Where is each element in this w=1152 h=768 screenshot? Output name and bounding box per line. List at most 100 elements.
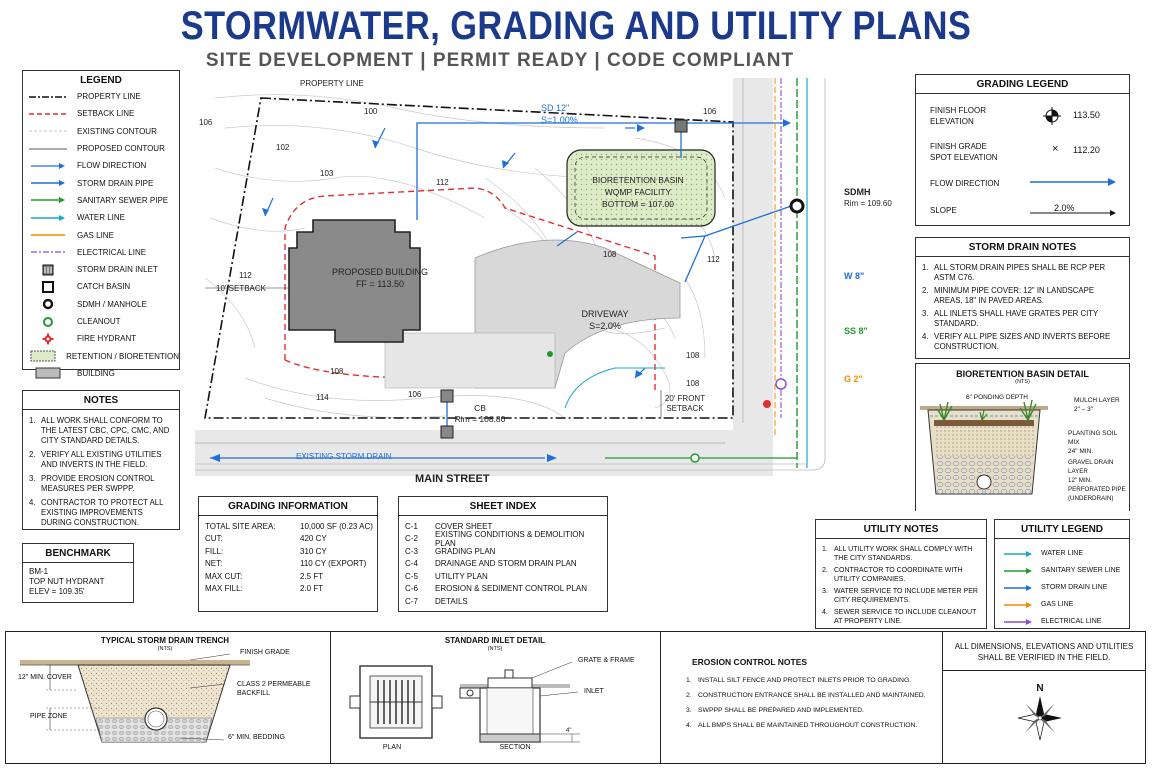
legend-item-label: ELECTRICAL LINE <box>77 247 147 257</box>
notes-title: NOTES <box>23 391 179 410</box>
grading-info-row: TOTAL SITE AREA:10,000 SF (0.23 AC) <box>199 520 377 533</box>
front-setback-label: 20' FRONT SETBACK <box>660 394 710 414</box>
sheet-name: EROSION & SEDIMENT CONTROL PLAN <box>435 584 588 594</box>
utility-legend-item: SANITARY SEWER LINE <box>995 562 1129 579</box>
trench-detail-nts: (NTS) <box>157 646 173 652</box>
legend-item: WATER LINE <box>23 209 179 226</box>
gas-main-label: G 2" <box>844 374 863 384</box>
section-view-label: SECTION <box>499 744 531 751</box>
finish-grade-callout: FINISH GRADE <box>240 649 290 656</box>
legend-item-label: STORM DRAIN INLET <box>77 265 158 275</box>
note-item: 3.PROVIDE EROSION CONTROL MEASURES PER S… <box>29 474 173 494</box>
backfill-text-2: BACKFILL <box>237 690 271 697</box>
catch-basin-label: CB Rim = 108.80 <box>450 403 510 425</box>
note-text: CONTRACTOR TO COORDINATE WITH UTILITY CO… <box>834 567 963 583</box>
planting-soil-text: PLANTING SOIL MIX <box>1068 430 1117 446</box>
inlet-detail-nts: (NTS) <box>487 646 503 652</box>
spot-elevation-x-icon: × <box>1052 143 1059 155</box>
sheet-index-title: SHEET INDEX <box>399 497 607 516</box>
storm-drain-inlet-icon <box>29 264 67 276</box>
flow-arrow-icon <box>1030 178 1116 186</box>
grading-legend-title: GRADING LEGEND <box>916 75 1129 94</box>
pipe-zone-callout: PIPE ZONE <box>30 713 68 720</box>
inlet-detail-title: STANDARD INLET DETAIL <box>444 636 546 645</box>
legend-item: SDMH / MANHOLE <box>23 296 179 313</box>
legend-item: PROPOSED CONTOUR <box>23 140 179 157</box>
note-text: CONSTRUCTION ENTRANCE SHALL BE INSTALLED… <box>698 692 926 699</box>
erosion-notes-title: EROSION CONTROL NOTES <box>692 657 808 667</box>
note-text: SEWER SERVICE TO INCLUDE CLEANOUT AT PRO… <box>834 609 977 625</box>
sheet-name: UTILITY PLAN <box>435 571 488 581</box>
utility-legend-item: STORM DRAIN LINE <box>995 579 1129 596</box>
sdmh-rim-label: Rim = 109.60 <box>844 199 892 208</box>
sewer-main-label: SS 8" <box>844 326 868 336</box>
contour-label: 114 <box>316 393 329 402</box>
note-text: SWPPP SHALL BE PREPARED AND IMPLEMENTED. <box>698 707 865 714</box>
water-line-icon <box>29 212 67 224</box>
note-text: CONTRACTOR TO PROTECT ALL EXISTING IMPRO… <box>41 498 164 527</box>
cleanout-icon <box>29 316 67 328</box>
benchmark-panel: BENCHMARK BM-1 TOP NUT HYDRANT ELEV = 10… <box>22 543 134 603</box>
grading-info-key: MAX FILL: <box>205 584 243 594</box>
note-item: 1.ALL WORK SHALL CONFORM TO THE LATEST C… <box>29 416 173 446</box>
legend-item-label: RETENTION / BIORETENTION <box>66 351 179 361</box>
note-text: VERIFY ALL EXISTING UTILITIES AND INVERT… <box>41 450 162 469</box>
contour-label: 108 <box>686 351 700 360</box>
manhole-icon <box>29 298 67 310</box>
inlet-detail-drawing <box>349 661 580 743</box>
bedding-callout: 6" MIN. BEDDING <box>228 734 285 741</box>
legend-item-label: CLEANOUT <box>77 317 121 326</box>
note-text: ALL STORM DRAIN PIPES SHALL BE RCP PER A… <box>934 263 1106 282</box>
note-item: 4.CONTRACTOR TO PROTECT ALL EXISTING IMP… <box>29 498 173 528</box>
sheet-name: GRADING PLAN <box>435 546 496 556</box>
mulch-layer-label: MULCH LAYER 2" – 3" <box>1074 396 1120 414</box>
note-text: ALL BMPS SHALL BE MAINTAINED THROUGHOUT … <box>698 722 918 729</box>
benchmark-title: BENCHMARK <box>23 544 133 563</box>
slope-arrow-icon <box>1030 210 1116 216</box>
ponding-depth-label: 6" PONDING DEPTH <box>966 394 1028 401</box>
storm-drain-slope-label: S=1.00% <box>541 115 578 125</box>
bioretention-wqmp-text: WQMP FACILITY <box>604 187 672 197</box>
benchmark-line: BM-1 <box>29 567 49 576</box>
finish-grade-label: FINISH GRADE <box>930 142 987 151</box>
note-number: 2. <box>29 450 36 459</box>
proposed-contour-icon <box>29 143 67 155</box>
note-number: 3. <box>29 474 36 483</box>
contour-label: 106 <box>408 390 422 399</box>
sheet-title: STORMWATER, GRADING AND UTILITY PLANS <box>180 4 972 48</box>
grading-info-key: NET: <box>205 559 223 569</box>
trench-section-drawing <box>20 653 250 743</box>
note-item: 4.SEWER SERVICE TO INCLUDE CLEANOUT AT P… <box>822 608 980 626</box>
finish-floor-value: 113.50 <box>1073 110 1100 120</box>
legend-item: CLEANOUT <box>23 313 179 330</box>
building-icon <box>29 367 67 379</box>
planting-soil-label: PLANTING SOIL MIX 24" MIN. <box>1068 429 1129 456</box>
note-number: 3. <box>686 707 692 714</box>
front-setback-text: 20' FRONT <box>664 394 706 403</box>
sanitary-sewer-pipe-icon <box>29 194 67 206</box>
north-label: N <box>1036 683 1044 694</box>
slope-value: 2.0% <box>1054 203 1075 213</box>
utility-legend-label: ELECTRICAL LINE <box>1041 618 1102 625</box>
mulch-layer-depth: 2" – 3" <box>1074 406 1094 413</box>
note-text: WATER SERVICE TO INCLUDE METER PER CITY … <box>834 588 978 604</box>
sheet-name: DRAINAGE AND STORM DRAIN PLAN <box>435 559 577 569</box>
gravel-layer-text: GRAVEL DRAIN LAYER <box>1068 459 1114 475</box>
note-item: 3. SWPPP SHALL BE PREPARED AND IMPLEMENTE… <box>686 707 936 715</box>
legend-item: FIRE HYDRANT <box>23 330 179 347</box>
note-number: 4. <box>686 722 692 729</box>
legend-title: LEGEND <box>80 75 122 86</box>
grading-info-key: MAX CUT: <box>205 571 243 581</box>
flow-arrow-icon <box>29 160 67 172</box>
note-number: 3. <box>822 588 828 595</box>
finish-grade-label-2: SPOT ELEVATION <box>930 153 998 162</box>
legend-item: SANITARY SEWER PIPE <box>23 192 179 209</box>
legend-item-label: SANITARY SEWER PIPE <box>77 195 169 205</box>
grading-info-title: GRADING INFORMATION <box>199 497 377 516</box>
contour-label: 112 <box>707 255 720 264</box>
utility-legend-item: GAS LINE <box>995 596 1129 613</box>
